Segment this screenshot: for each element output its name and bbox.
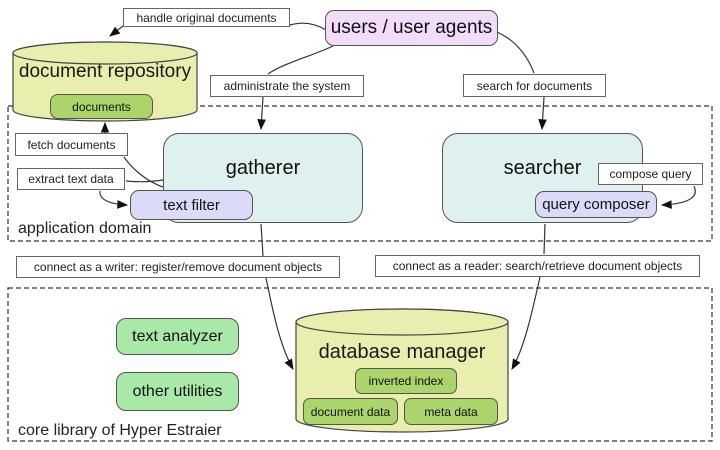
arrow-users-to-handle-label	[289, 22, 327, 31]
text-analyzer-label: text analyzer	[132, 327, 223, 345]
document-repository-title: document repository	[18, 61, 192, 82]
text-filter-node: text filter	[130, 190, 253, 220]
text-analyzer-node: text analyzer	[116, 318, 239, 355]
users-node: users / user agents	[325, 10, 498, 46]
connect-as-writer-label: connect as a writer: register/remove doc…	[16, 256, 340, 278]
query-composer-label: query composer	[542, 196, 650, 213]
users-node-label: users / user agents	[330, 17, 493, 38]
database-manager-title: database manager	[318, 340, 486, 363]
administrate-the-system-label: administrate the system	[210, 75, 364, 97]
arrow-users-to-administrate-label	[267, 45, 334, 75]
text-filter-label: text filter	[163, 196, 220, 214]
other-utilities-label: other utilities	[132, 382, 223, 400]
inverted-index-label: inverted index	[368, 374, 444, 388]
arrow-gatherer-to-fetch-label	[123, 156, 164, 188]
documents-chip: documents	[50, 94, 153, 119]
extract-text-data-label: extract text data	[17, 168, 125, 190]
meta-data-label: meta data	[424, 404, 478, 419]
arrow-search-to-searcher	[538, 96, 547, 131]
arrow-gatherer-to-extract-label	[125, 179, 164, 183]
compose-query-label: compose query	[598, 163, 703, 185]
document-data-chip: document data	[303, 398, 398, 425]
arrow-handle-label-to-repository	[109, 25, 124, 37]
arrow-extract-to-text-filter	[99, 190, 129, 209]
connect-as-reader-label: connect as a reader: search/retrieve doc…	[375, 255, 700, 277]
arrow-searcher-to-reader-label	[543, 223, 546, 255]
other-utilities-node: other utilities	[116, 372, 239, 411]
meta-data-chip: meta data	[404, 398, 498, 425]
arrow-reader-to-database-manager	[511, 276, 541, 370]
arrow-compose-to-query-composer	[660, 185, 696, 209]
inverted-index-chip: inverted index	[355, 368, 457, 394]
fetch-documents-label: fetch documents	[15, 133, 128, 156]
document-data-label: document data	[310, 404, 391, 419]
search-for-documents-label: search for documents	[463, 74, 606, 97]
core-library-caption: core library of Hyper Estraier	[18, 422, 222, 439]
handle-original-documents-label: handle original documents	[123, 8, 290, 27]
gatherer-node-label: gatherer	[225, 156, 301, 179]
arrow-administrate-to-gatherer	[257, 96, 266, 131]
query-composer-node: query composer	[535, 191, 657, 218]
documents-chip-label: documents	[72, 99, 131, 114]
searcher-node-label: searcher	[503, 156, 582, 179]
application-domain-caption: application domain	[18, 220, 152, 237]
arrow-writer-to-database-manager	[265, 277, 294, 370]
arrow-gatherer-to-writer-label	[260, 223, 264, 257]
arrow-users-to-search-label	[496, 31, 535, 74]
